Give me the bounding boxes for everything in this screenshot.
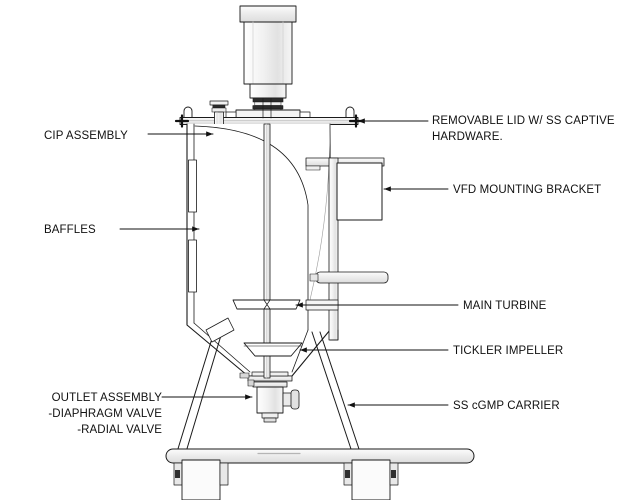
- callout-text-line: HARDWARE.: [432, 131, 503, 143]
- callout-text-line: SS cGMP CARRIER: [453, 400, 560, 412]
- baffles: [188, 159, 197, 293]
- callout-text-line: MAIN TURBINE: [463, 300, 547, 312]
- callout-text-line: BAFFLES: [44, 224, 96, 236]
- callout-text-line: REMOVABLE LID W/ SS CAPTIVE: [432, 115, 615, 127]
- callout-label-ss-cgmp-carrier: SS cGMP CARRIER: [453, 398, 560, 414]
- callout-label-vfd-mounting-bracket: VFD MOUNTING BRACKET: [453, 182, 601, 198]
- callout-label-main-turbine: MAIN TURBINE: [463, 298, 546, 314]
- tickler-impeller: [243, 342, 303, 357]
- motor-assembly: [225, 5, 311, 120]
- callout-label-removable-lid: REMOVABLE LID W/ SS CAPTIVE HARDWARE.: [432, 113, 615, 145]
- main-turbine: [232, 299, 301, 310]
- callout-text-line: VFD MOUNTING BRACKET: [453, 184, 602, 196]
- callout-text-line: TICKLER IMPELLER: [453, 345, 564, 357]
- callout-label-cip-assembly: CIP ASSEMBLY: [44, 128, 128, 144]
- callout-text-line: CIP ASSEMBLY: [44, 130, 128, 142]
- callout-label-baffles: BAFFLES: [44, 222, 96, 238]
- leader-lines: [119, 118, 459, 408]
- outlet-assembly: [247, 379, 300, 423]
- callout-label-tickler-impeller: TICKLER IMPELLER: [453, 343, 563, 359]
- ss-cgmp-carrier: [165, 317, 475, 500]
- callout-text-line: -RADIAL VALVE: [77, 424, 162, 436]
- callout-text-line: -DIAPHRAGM VALVE: [48, 408, 162, 420]
- agitator-shaft: [262, 97, 272, 379]
- callout-label-outlet-assembly: OUTLET ASSEMBLY -DIAPHRAGM VALVE -RADIAL V…: [26, 390, 162, 438]
- callout-text-line: OUTLET ASSEMBLY: [51, 392, 162, 404]
